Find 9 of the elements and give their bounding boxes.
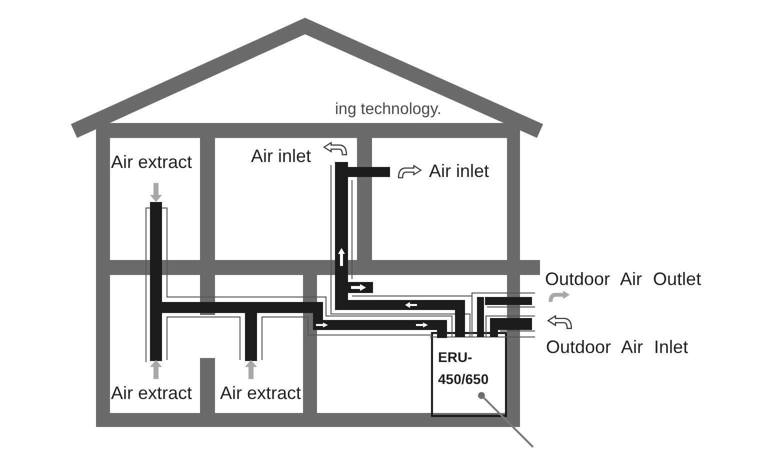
airflow-label: Air inlet [251,146,312,166]
airflow-label: Outdoor Air Outlet [545,269,702,289]
text-fragment: ing technology. [335,100,442,120]
unit-label: ERU- 450/650 [438,348,490,389]
airflow-label: Air extract [220,383,302,403]
airflow-label: Air extract [111,383,192,403]
airflow-label: Air extract [111,152,192,172]
airflow-label: Outdoor Air Inlet [546,337,688,357]
airflow-label: Air inlet [429,161,490,181]
